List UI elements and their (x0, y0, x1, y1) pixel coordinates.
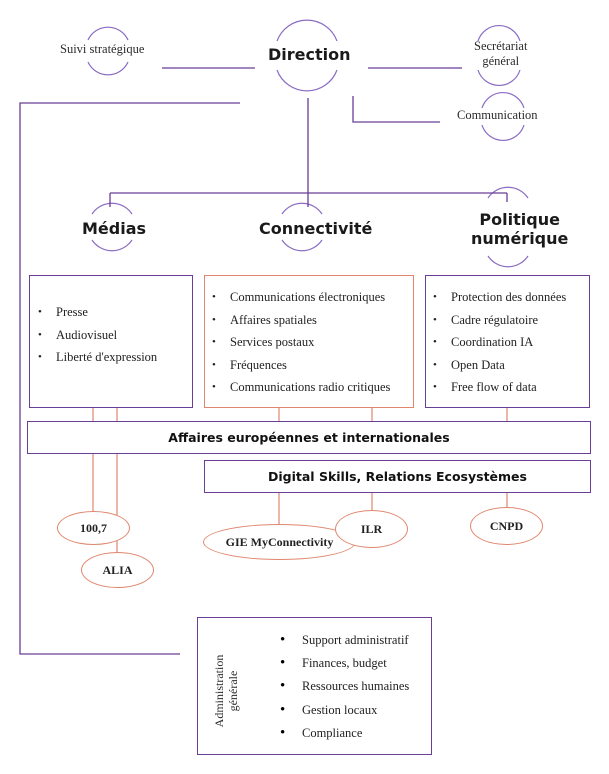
digital-skills-label: Digital Skills, Relations Ecosystèmes (268, 469, 527, 484)
list-item: Liberté d'expression (34, 346, 157, 369)
ilr-ellipse: ILR (335, 510, 408, 548)
radio-100-7-ellipse: 100,7 (57, 511, 130, 545)
direction-title: Direction (268, 45, 351, 64)
politique-list: Protection des données Cadre régulatoire… (429, 286, 566, 399)
administration-title-line2: générale (226, 670, 240, 712)
politique-arc-top (487, 186, 529, 199)
line-administration (19, 102, 240, 655)
medias-box: Presse Audiovisuel Liberté d'expression (29, 275, 193, 408)
list-item: Communications radio critiques (208, 376, 390, 399)
connectivite-arc-bottom (281, 239, 323, 252)
list-item: Ressources humaines (276, 675, 409, 698)
cnpd-ellipse: CNPD (470, 507, 543, 545)
politique-box: Protection des données Cadre régulatoire… (425, 275, 590, 408)
list-item: Fréquences (208, 354, 390, 377)
list-item: Compliance (276, 722, 409, 745)
list-item: Communications électroniques (208, 286, 390, 309)
secretariat-arc-bottom (477, 69, 521, 86)
alia-ellipse: ALIA (81, 552, 154, 588)
medias-list: Presse Audiovisuel Liberté d'expression (34, 301, 157, 369)
affaires-europeennes-label: Affaires européennes et internationales (168, 430, 450, 445)
communication-label: Communication (457, 108, 538, 122)
politique-title-line1: Politique (479, 210, 560, 229)
direction-arc-bottom (276, 69, 338, 92)
radio-100-7-label: 100,7 (80, 520, 107, 535)
politique-arc-bottom (487, 255, 529, 268)
medias-arc-bottom (91, 239, 133, 252)
connectivite-list: Communications électroniques Affaires sp… (208, 286, 390, 399)
list-item: Presse (34, 301, 157, 324)
politique-title: Politique numérique (471, 210, 568, 248)
list-item: Services postaux (208, 331, 390, 354)
connectivite-title: Connectivité (259, 219, 373, 238)
connectivite-box: Communications électroniques Affaires sp… (204, 275, 414, 408)
communication-arc-top (481, 92, 525, 109)
suivi-arc-bottom (87, 61, 129, 76)
secretariat-arc-top (477, 25, 521, 42)
affaires-europeennes-bar: Affaires européennes et internationales (27, 421, 591, 454)
list-item: Cadre régulatoire (429, 309, 566, 332)
administration-list: Support administratif Finances, budget R… (276, 629, 409, 745)
gie-myconnectivity-ellipse: GIE MyConnectivity (203, 524, 356, 560)
connectivite-arc-top (281, 202, 323, 215)
secretariat-line2: général (482, 54, 520, 68)
title-arcs (87, 19, 529, 268)
list-item: Open Data (429, 354, 566, 377)
list-item: Gestion locaux (276, 699, 409, 722)
secretariat-line1: Secrétariat (474, 39, 528, 53)
cnpd-label: CNPD (489, 518, 524, 533)
list-item: Affaires spatiales (208, 309, 390, 332)
secretariat-label: Secrétariat général (474, 39, 527, 69)
list-item: Coordination IA (429, 331, 566, 354)
line-communication (352, 96, 440, 123)
suivi-strategique-label: Suivi stratégique (60, 42, 145, 56)
ilr-label: ILR (360, 521, 383, 536)
list-item: Free flow of data (429, 376, 566, 399)
politique-title-line2: numérique (471, 229, 569, 248)
direction-arc-top (276, 19, 338, 42)
medias-arc-top (91, 202, 133, 215)
digital-skills-bar: Digital Skills, Relations Ecosystèmes (204, 460, 591, 493)
alia-label: ALIA (102, 562, 133, 577)
gie-myconnectivity-label: GIE MyConnectivity (225, 534, 334, 549)
list-item: Support administratif (276, 629, 409, 652)
medias-title: Médias (82, 219, 147, 238)
list-item: Protection des données (429, 286, 566, 309)
list-item: Audiovisuel (34, 324, 157, 347)
communication-arc-bottom (481, 124, 525, 141)
administration-title-line1: Administration (212, 654, 226, 728)
administration-title: Administration générale (212, 636, 240, 746)
list-item: Finances, budget (276, 652, 409, 675)
suivi-arc-top (87, 26, 129, 41)
